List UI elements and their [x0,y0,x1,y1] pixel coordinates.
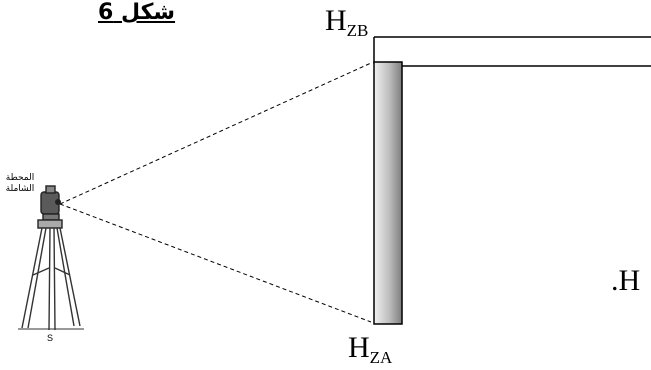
total-station-icon [18,185,84,331]
label-h-right: .H [611,264,641,297]
wall-column [373,61,403,325]
station-point-label: S [47,333,54,343]
sight-line-bottom [59,203,372,323]
figure-title: شكل 6 [98,0,176,25]
label-hzb: HZB [325,4,369,40]
label-hza-main: H [348,331,370,364]
label-hzb-sub: ZB [346,21,369,40]
label-hzb-main: H [325,4,347,37]
station-label: المحطة الشاملة [4,173,36,195]
label-hza-sub: ZA [369,348,393,367]
label-hza: HZA [348,331,393,367]
station-label-line2: الشاملة [5,184,35,194]
sight-line-top [59,62,372,205]
station-label-line1: المحطة [5,173,35,183]
